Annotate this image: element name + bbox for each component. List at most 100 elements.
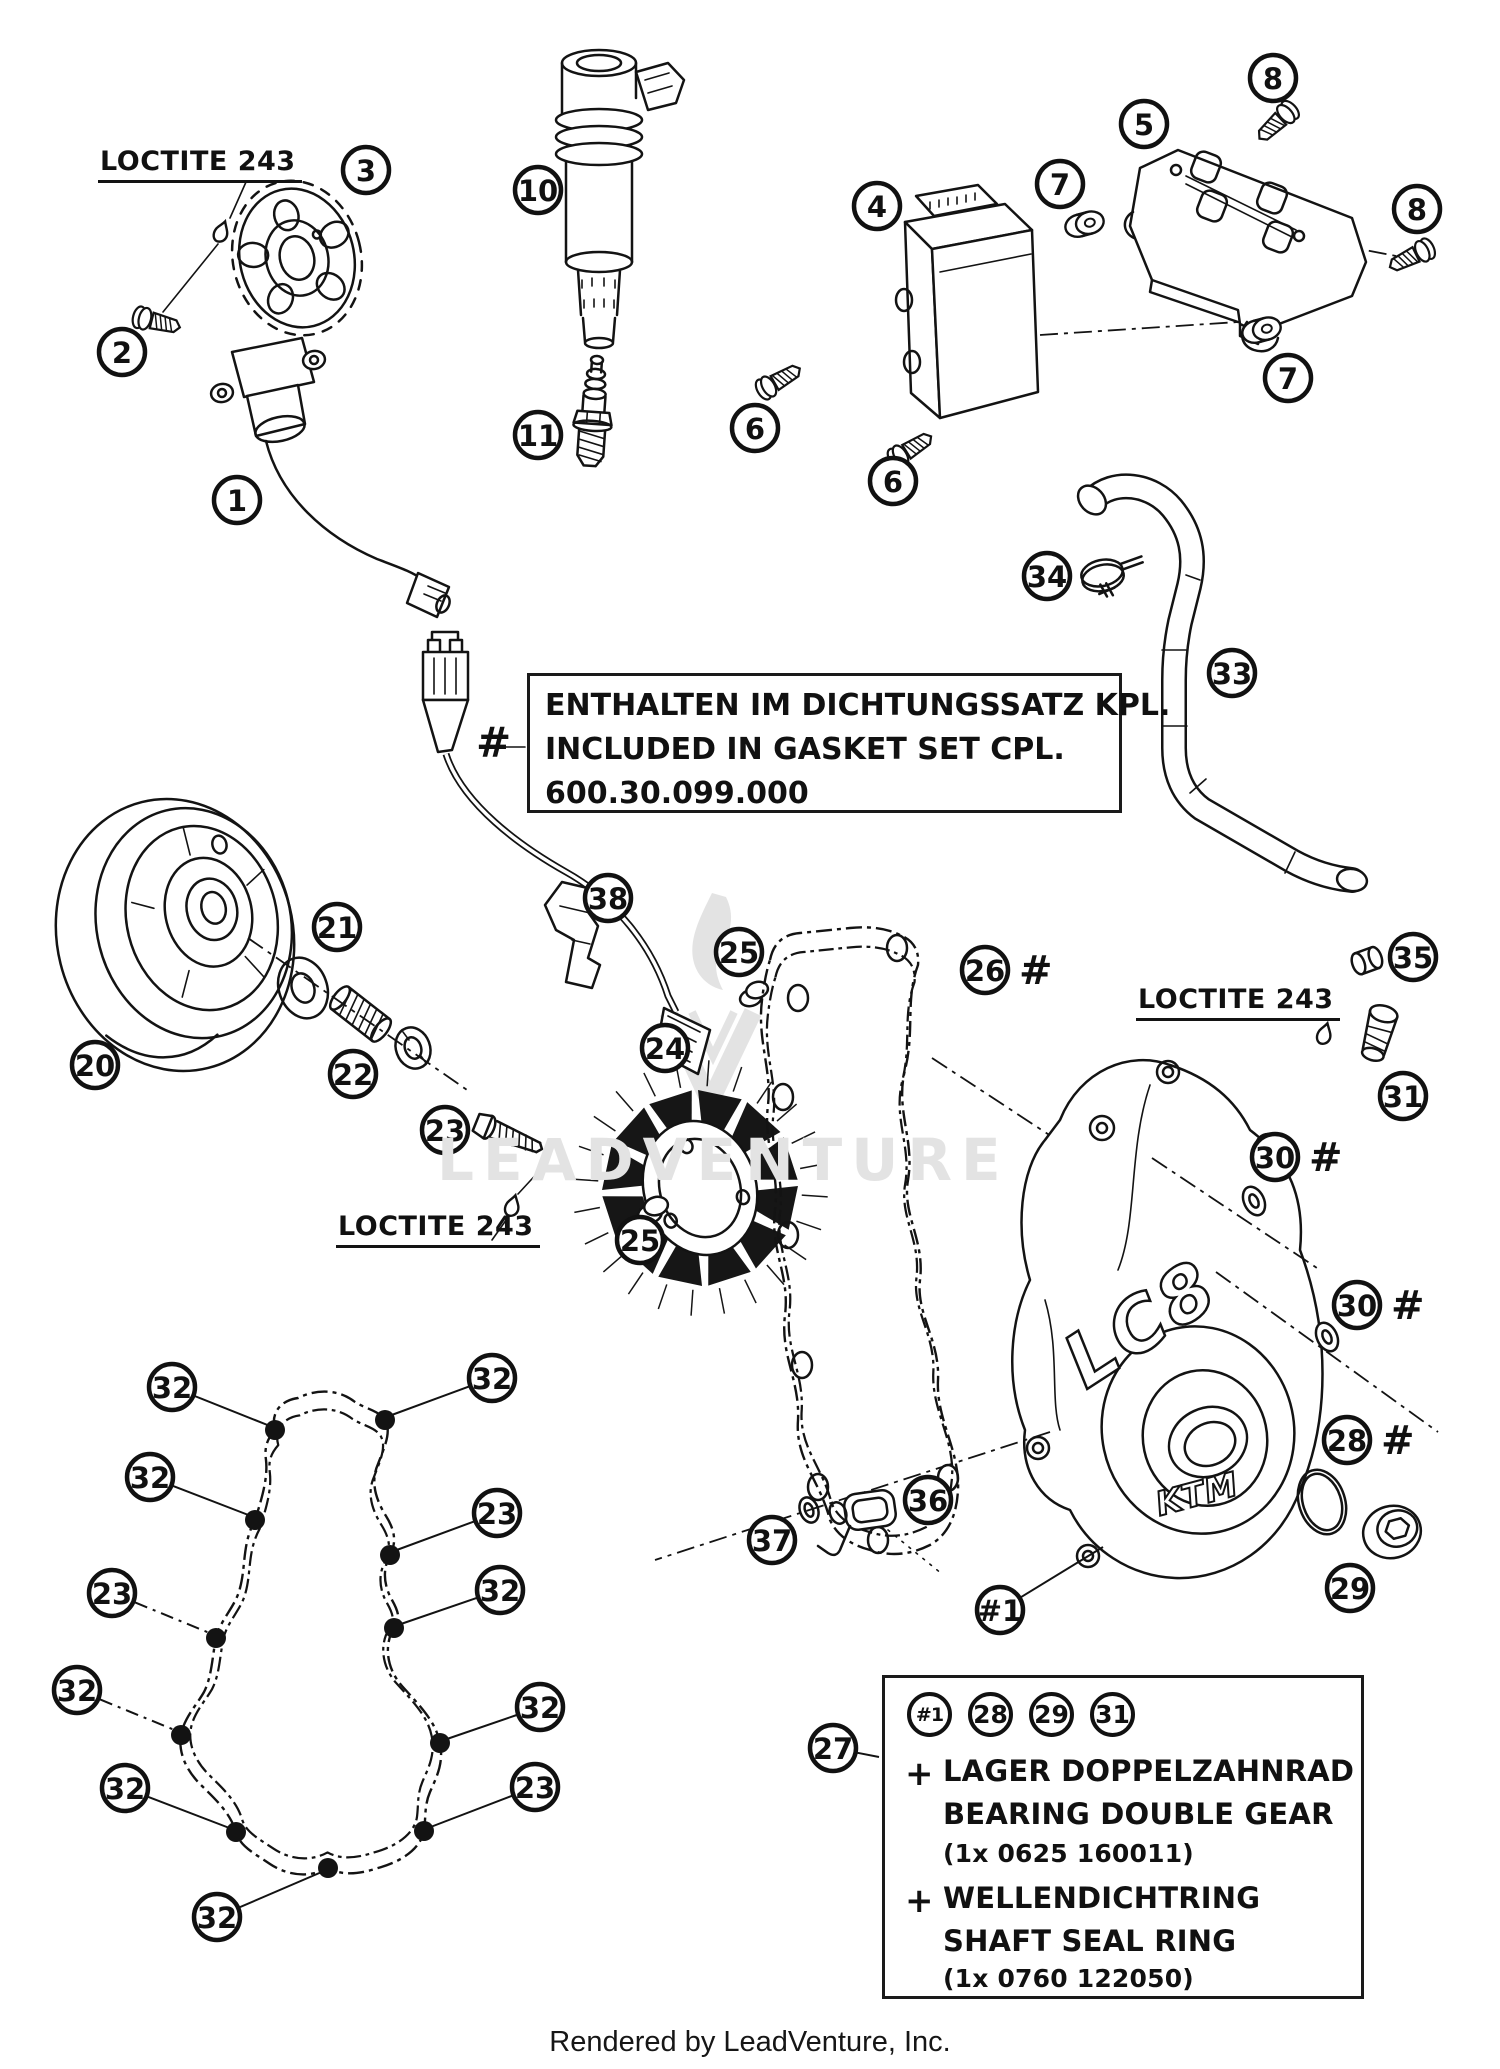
svg-text:38: 38 <box>588 882 628 916</box>
callout-8[interactable]: 8 <box>1391 183 1443 235</box>
callout-4[interactable]: 4 <box>851 180 903 232</box>
callout-34[interactable]: 34 <box>1021 550 1073 602</box>
gasket-note-box: ENTHALTEN IM DICHTUNGSSATZ KPL. INCLUDED… <box>527 673 1171 813</box>
legend-ref-31[interactable]: 31 <box>1090 1692 1135 1737</box>
callout-38[interactable]: 38 <box>582 872 634 924</box>
callout-26[interactable]: 26# <box>959 944 1053 996</box>
legend-item2-qty: (1x 0760 122050) <box>943 1964 1194 1993</box>
part-pulse-generator <box>209 336 451 619</box>
hash-mark: # <box>1391 1283 1425 1329</box>
gasket-screw-dot <box>206 1628 226 1648</box>
svg-text:32: 32 <box>480 1574 520 1608</box>
callout-3[interactable]: 3 <box>340 144 392 196</box>
loctite-drop-1 <box>210 218 233 245</box>
callout-10[interactable]: 10 <box>512 164 564 216</box>
callout-32[interactable]: 32 <box>191 1870 325 1943</box>
callout-23[interactable]: 23 <box>427 1761 561 1829</box>
callout-36[interactable]: 36 <box>902 1474 954 1526</box>
legend-ref-29[interactable]: 29 <box>1029 1692 1074 1737</box>
callout-22[interactable]: 22 <box>327 1048 379 1100</box>
callout-30[interactable]: 30# <box>1249 1131 1343 1183</box>
svg-text:10: 10 <box>518 174 558 208</box>
part-screw-8a <box>1250 96 1304 148</box>
hash-mark: # <box>1381 1418 1415 1464</box>
svg-text:2: 2 <box>112 336 132 370</box>
svg-text:29: 29 <box>1330 1572 1370 1606</box>
callout-29[interactable]: 29 <box>1324 1562 1376 1614</box>
part-washer-30b <box>1314 1321 1340 1353</box>
callout-23[interactable]: 23 <box>419 1104 471 1156</box>
callout-32[interactable]: 32 <box>124 1451 252 1517</box>
callout-7[interactable]: 7 <box>1262 352 1314 404</box>
legend-box: #1 28 29 31 + LAGER DOPPELZAHNRAD BEARIN… <box>882 1675 1364 1999</box>
svg-text:8: 8 <box>1263 62 1283 96</box>
callout-37[interactable]: 37 <box>746 1514 798 1566</box>
callout-33[interactable]: 33 <box>1206 647 1258 699</box>
axis-line-cdi-bracket <box>1039 321 1239 336</box>
dotted-line-36 <box>887 1529 943 1575</box>
callout-24[interactable]: 24 <box>639 1022 691 1074</box>
callout-32[interactable]: 32 <box>388 1352 518 1417</box>
loctite-label-1: LOCTITE 243 <box>98 146 302 183</box>
callout-8[interactable]: 8 <box>1247 52 1299 104</box>
part-flywheel-rotor <box>54 797 296 1073</box>
callout-5[interactable]: 5 <box>1118 98 1170 150</box>
part-grommet-7a <box>1061 207 1108 242</box>
callout-31[interactable]: 31 <box>1377 1070 1429 1122</box>
svg-text:32: 32 <box>197 1901 237 1935</box>
callout-25[interactable]: 25 <box>614 1214 666 1266</box>
part-bushing-25a <box>738 980 770 1008</box>
svg-text:32: 32 <box>520 1691 560 1725</box>
svg-text:23: 23 <box>425 1114 465 1148</box>
callout-32[interactable]: 32 <box>443 1681 566 1741</box>
gasket-screw-dot <box>384 1618 404 1638</box>
callout-20[interactable]: 20 <box>69 1039 121 1091</box>
svg-text:35: 35 <box>1393 941 1433 975</box>
loctite-drop-3 <box>1314 1020 1335 1047</box>
callout-21[interactable]: 21 <box>311 901 363 953</box>
legend-item2-bullet: + <box>905 1881 934 1921</box>
axis-line-cover-bolt-2 <box>1215 1271 1439 1433</box>
callout-32[interactable]: 32 <box>397 1564 526 1626</box>
callout-7[interactable]: 7 <box>1034 158 1086 210</box>
svg-text:30: 30 <box>1337 1289 1377 1323</box>
callout-23[interactable]: 23 <box>86 1567 213 1635</box>
callout-25[interactable]: 25 <box>713 926 765 978</box>
callout-6[interactable]: 6 <box>729 402 781 454</box>
callout-hash1[interactable]: #1 <box>974 1546 1104 1636</box>
note-line-de: ENTHALTEN IM DICHTUNGSSATZ KPL. <box>545 688 1171 723</box>
legend-item1-name-de: LAGER DOPPELZAHNRAD <box>943 1754 1355 1788</box>
legend-ref-28[interactable]: 28 <box>968 1692 1013 1737</box>
callout-32[interactable]: 32 <box>99 1762 233 1830</box>
callout-28[interactable]: 28# <box>1321 1414 1415 1466</box>
svg-text:23: 23 <box>477 1497 517 1531</box>
svg-text:4: 4 <box>867 190 887 224</box>
callout-32[interactable]: 32 <box>51 1664 178 1732</box>
callout-35[interactable]: 35 <box>1387 931 1439 983</box>
svg-text:7: 7 <box>1278 362 1298 396</box>
legend-item1-bullet: + <box>905 1754 934 1794</box>
callout-2[interactable]: 2 <box>96 326 148 378</box>
svg-text:36: 36 <box>908 1484 948 1518</box>
svg-text:6: 6 <box>883 465 903 499</box>
svg-text:24: 24 <box>645 1032 685 1066</box>
notebox-hash: # <box>476 718 512 767</box>
callout-27[interactable]: 27 <box>807 1722 880 1774</box>
callout-11[interactable]: 11 <box>512 409 564 461</box>
callout-6[interactable]: 6 <box>867 455 919 507</box>
gasket-screw-dot <box>414 1821 434 1841</box>
part-ignition-cover-gasket <box>759 926 960 1556</box>
callout-23[interactable]: 23 <box>393 1487 523 1552</box>
loctite-leader-1 <box>162 181 247 313</box>
callout-30[interactable]: 30 # <box>1331 1279 1425 1331</box>
svg-text:11: 11 <box>518 419 558 453</box>
legend-ref-hash1[interactable]: #1 <box>907 1692 952 1737</box>
callout-1[interactable]: 1 <box>211 474 263 526</box>
svg-text:32: 32 <box>105 1772 145 1806</box>
legend-item1-qty: (1x 0625 160011) <box>943 1839 1194 1868</box>
legend-ref-circles: #1 28 29 31 <box>907 1692 1135 1737</box>
callout-32[interactable]: 32 <box>146 1361 271 1427</box>
svg-text:27: 27 <box>813 1732 853 1766</box>
